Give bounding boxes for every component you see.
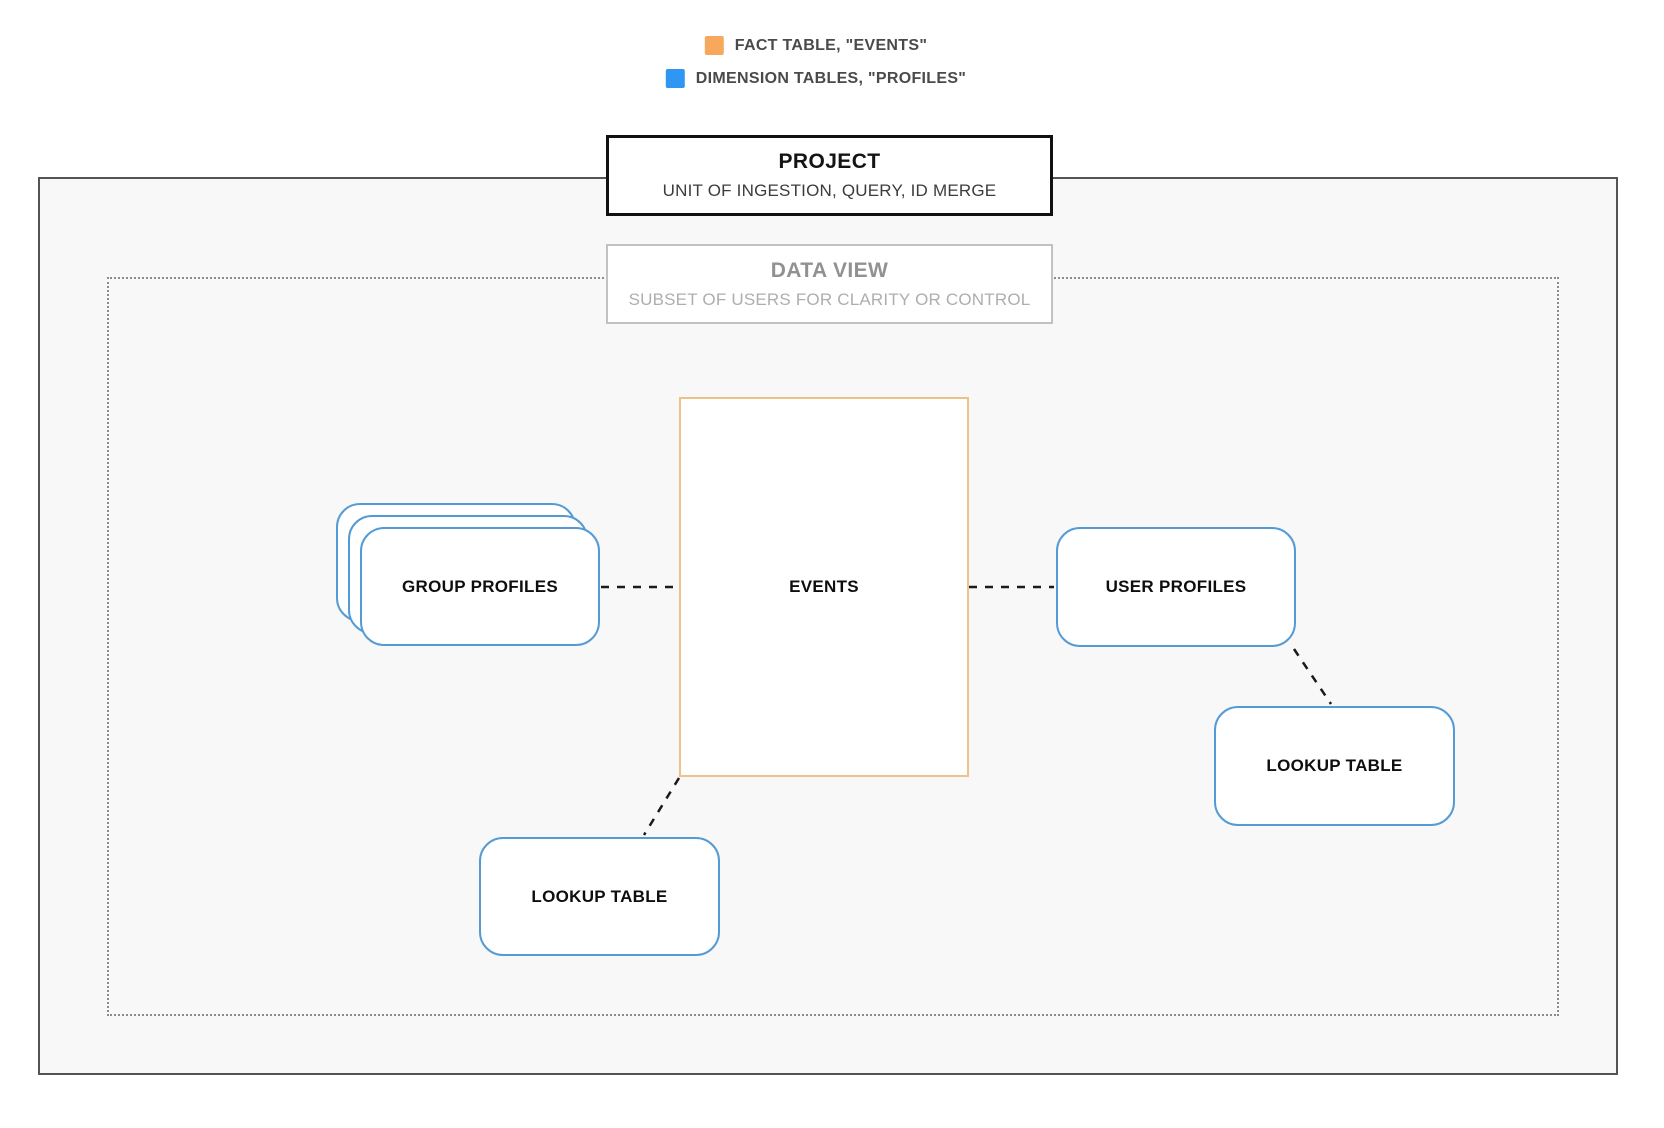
node-lookup-table-left: LOOKUP TABLE [479,837,720,956]
node-lookup-table-right: LOOKUP TABLE [1214,706,1455,826]
legend: FACT TABLE, "EVENTS" DIMENSION TABLES, "… [665,36,967,88]
project-subtitle: UNIT OF INGESTION, QUERY, ID MERGE [662,181,997,200]
data-view-subtitle: SUBSET OF USERS FOR CLARITY OR CONTROL [628,289,1031,309]
project-title: PROJECT [778,150,881,173]
node-user-profiles-label: USER PROFILES [1105,577,1247,596]
data-view-header-box: DATA VIEW SUBSET OF USERS FOR CLARITY OR… [606,244,1053,324]
fact-table-swatch-icon [704,36,724,55]
dimension-tables-swatch-icon [665,69,685,88]
node-group-profiles-label: GROUP PROFILES [402,576,558,596]
node-user-profiles: USER PROFILES [1056,527,1296,647]
node-lookup-table-left-label: LOOKUP TABLE [531,886,668,906]
legend-label-fact-table: FACT TABLE, "EVENTS" [734,36,928,54]
node-group-profiles: GROUP PROFILES [360,527,600,646]
project-header-box: PROJECT UNIT OF INGESTION, QUERY, ID MER… [606,135,1053,216]
data-view-title: DATA VIEW [770,258,889,282]
legend-label-dimension-tables: DIMENSION TABLES, "PROFILES" [695,69,967,87]
node-events: EVENTS [679,397,969,777]
node-lookup-table-right-label: LOOKUP TABLE [1266,756,1403,775]
legend-item-fact-table: FACT TABLE, "EVENTS" [704,36,928,55]
node-events-label: EVENTS [789,577,859,596]
legend-item-dimension-tables: DIMENSION TABLES, "PROFILES" [665,69,967,88]
